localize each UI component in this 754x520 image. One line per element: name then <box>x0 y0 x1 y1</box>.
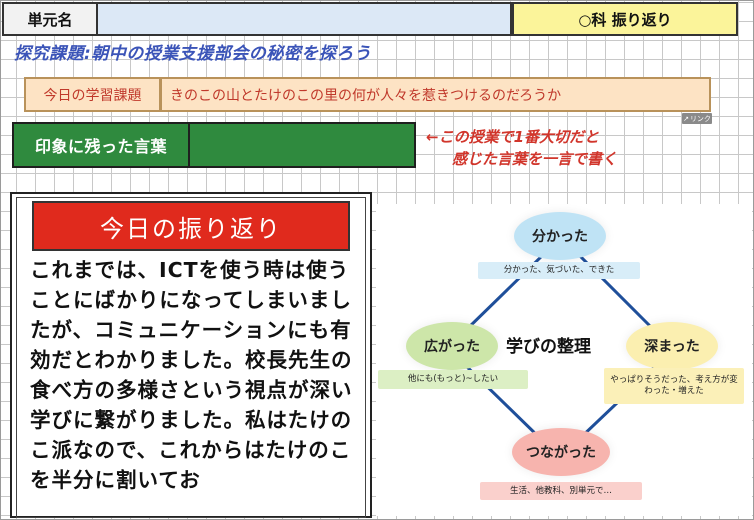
tag-connected: 生活、他教科、別単元で… <box>480 482 642 500</box>
impressive-words-label: 印象に残った言葉 <box>12 122 190 168</box>
learning-organization-diagram: 分かった 分かった、気づいた、できた 広がった 他にも(もっと)~したい 学びの… <box>376 204 752 516</box>
instruction-line-2: 感じた言葉を一言で書く <box>452 150 618 168</box>
node-connected-label: つながった <box>526 445 596 461</box>
link-button-label: リンク <box>689 114 711 123</box>
todays-task-value: きのこの山とたけのこの里の何が人々を惹きつけるのだろうか <box>161 77 711 112</box>
reflection-text[interactable]: これまでは、ICTを使う時は使うことにばかりになってしまいましたが、コミュニケー… <box>30 258 353 492</box>
node-deepened: 深まった <box>626 322 718 370</box>
node-deepened-label: 深まった <box>644 339 700 355</box>
external-link-icon: ↗ <box>683 114 689 123</box>
unit-name-label: 単元名 <box>2 2 98 36</box>
node-understood-label: 分かった <box>532 229 588 245</box>
node-expanded: 広がった <box>406 322 498 370</box>
impressive-words-instruction: ←この授業で1番大切だと 感じた言葉を一言で書く <box>426 126 666 172</box>
tag-expanded: 他にも(もっと)~したい <box>378 370 528 389</box>
node-connected: つながった <box>512 428 610 476</box>
reflection-title: 今日の振り返り <box>32 201 350 251</box>
unit-name-field[interactable] <box>98 2 512 36</box>
diagram-center-title: 学びの整理 <box>506 337 591 357</box>
reflection-panel-inner-border <box>16 197 366 518</box>
instruction-line-1: ←この授業で1番大切だと <box>426 128 600 146</box>
node-understood: 分かった <box>514 212 606 260</box>
link-button[interactable]: ↗ リンク <box>682 113 712 124</box>
tag-understood: 分かった、気づいた、できた <box>478 262 640 279</box>
todays-task-label: 今日の学習課題 <box>24 77 161 112</box>
tag-deepened: やっぱりそうだった、考え方が変わった・増えた <box>604 368 744 404</box>
impressive-words-field[interactable] <box>190 122 416 168</box>
subject-reflection-label: ○科 振り返り <box>512 2 738 36</box>
node-expanded-label: 広がった <box>424 339 480 355</box>
inquiry-theme: 探究課題:朝中の授業支援部会の秘密を探ろう <box>14 44 372 64</box>
